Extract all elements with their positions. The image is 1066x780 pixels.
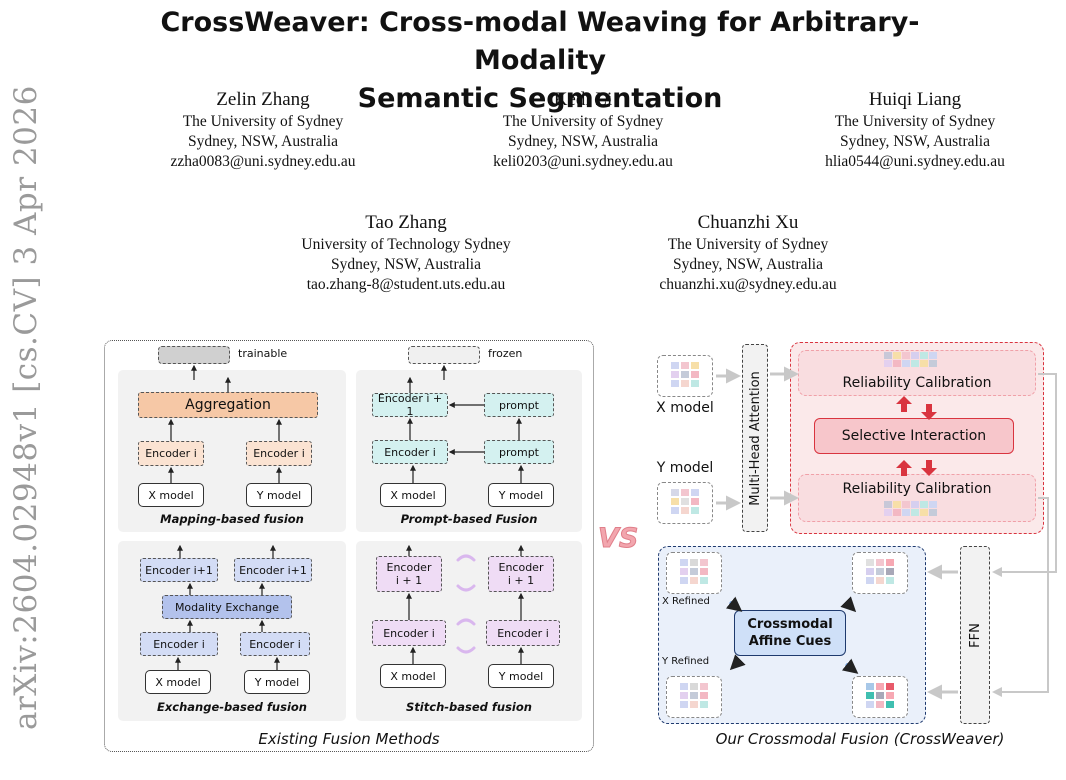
multi-head-attention-block: Multi-Head Attention	[742, 344, 768, 532]
x-model-label: X model	[656, 400, 714, 416]
author-affiliation: The University of Sydney	[834, 113, 996, 130]
stitch-caption: Stitch-based fusion	[406, 700, 532, 714]
y-model-box: Y model	[488, 664, 554, 688]
encoder-next-y-box: Encoder i + 1	[488, 556, 554, 592]
y-refined-grid	[680, 683, 708, 708]
author-name: Tao Zhang	[365, 212, 447, 233]
author-location: Sydney, NSW, Australia	[508, 133, 658, 150]
encoder-next-y-line1: Encoder	[498, 561, 544, 574]
encoder-y-box: Encoder i	[240, 632, 310, 656]
encoder-next-x-box: Encoder i + 1	[376, 556, 442, 592]
mha-label: Multi-Head Attention	[747, 370, 763, 506]
author-email: keli0203@uni.sydney.edu.au	[493, 153, 673, 170]
y-calibrated-grid	[866, 683, 894, 708]
author-affiliation: The University of Sydney	[502, 113, 664, 130]
x-calibrated-grid	[866, 559, 894, 584]
author-affiliation: The University of Sydney	[182, 113, 344, 130]
y-model-box: Y model	[246, 483, 312, 507]
right-figure-caption: Our Crossmodal Fusion (CrossWeaver)	[715, 730, 1005, 748]
exchange-caption: Exchange-based fusion	[157, 700, 307, 714]
x-model-box: X model	[380, 664, 446, 688]
vs-label: VS	[597, 523, 639, 555]
y-model-box: Y model	[244, 670, 310, 694]
legend-frozen-swatch	[408, 346, 480, 364]
author-name: Huiqi Liang	[868, 89, 962, 110]
author-affiliation: The University of Sydney	[667, 236, 829, 253]
prompt-bottom-box: prompt	[484, 440, 554, 464]
encoder-x-box: Encoder i	[138, 441, 204, 466]
y-model-label: Y model	[656, 460, 714, 476]
legend-frozen-label: frozen	[488, 347, 523, 360]
author-affiliation: University of Technology Sydney	[301, 236, 511, 253]
author-name: Zelin Zhang	[216, 89, 310, 110]
cues-line-1: Crossmodal	[747, 617, 833, 632]
y-refined-label: Y Refined	[662, 656, 710, 667]
author-email: hlia0544@uni.sydney.edu.au	[825, 153, 1005, 170]
rel-bottom-grid	[884, 501, 937, 516]
author-block: Kedi Li The University of Sydney Sydney,…	[433, 88, 733, 172]
encoder-next-y-line2: i + 1	[507, 574, 535, 587]
title-line-2: Semantic Segmentation	[357, 83, 723, 114]
left-figure-caption: Existing Fusion Methods	[258, 730, 440, 748]
x-refined-grid	[680, 559, 708, 584]
prompt-top-box: prompt	[484, 393, 554, 417]
title-line-1: CrossWeaver: Cross-modal Weaving for Arb…	[160, 7, 920, 76]
rel-top-label: Reliability Calibration	[842, 375, 992, 391]
encoder-next-x-line1: Encoder	[386, 561, 432, 574]
x-input-features	[657, 355, 713, 397]
mapping-caption: Mapping-based fusion	[160, 512, 304, 526]
rel-top-grid	[884, 352, 937, 367]
author-name: Kedi Li	[553, 89, 613, 110]
prompt-caption: Prompt-based Fusion	[400, 512, 538, 526]
encoder-next-y-box: Encoder i+1	[234, 558, 312, 582]
author-email: zzha0083@uni.sydney.edu.au	[170, 153, 356, 170]
x-input-grid	[671, 362, 699, 387]
encoder-y-box: Encoder i	[486, 620, 560, 646]
author-location: Sydney, NSW, Australia	[673, 256, 823, 273]
crossmodal-affine-cues-box: Crossmodal Affine Cues	[734, 610, 846, 656]
legend-trainable-label: trainable	[238, 347, 288, 360]
encoder-box: Encoder i	[372, 440, 448, 464]
author-email: chuanzhi.xu@sydney.edu.au	[659, 276, 837, 293]
y-input-grid	[671, 489, 699, 514]
x-model-box: X model	[380, 483, 446, 507]
rel-bottom-label: Reliability Calibration	[842, 481, 992, 497]
author-name: Chuanzhi Xu	[697, 212, 799, 233]
encoder-y-box: Encoder i	[246, 441, 312, 466]
author-block: Huiqi Liang The University of Sydney Syd…	[765, 88, 1065, 172]
encoder-next-x-line2: i + 1	[395, 574, 423, 587]
author-location: Sydney, NSW, Australia	[840, 133, 990, 150]
author-block: Tao Zhang University of Technology Sydne…	[256, 211, 556, 295]
y-input-features	[657, 482, 713, 524]
arxiv-stamp: arXiv:2604.02948v1 [cs.CV] 3 Apr 2026	[8, 85, 44, 730]
encoder-next-box: Encoder i + 1	[372, 392, 448, 418]
author-email: tao.zhang-8@student.uts.edu.au	[306, 276, 506, 293]
y-model-box: Y model	[488, 483, 554, 507]
author-location: Sydney, NSW, Australia	[331, 256, 481, 273]
x-model-box: X model	[145, 670, 211, 694]
x-refined-label: X Refined	[662, 596, 710, 607]
author-location: Sydney, NSW, Australia	[188, 133, 338, 150]
ffn-label: FFN	[967, 622, 983, 648]
modality-exchange-box: Modality Exchange	[162, 595, 292, 619]
selective-interaction-box: Selective Interaction	[814, 418, 1014, 454]
ffn-block: FFN	[960, 546, 990, 724]
legend-trainable-swatch	[158, 346, 230, 364]
paper-title: CrossWeaver: Cross-modal Weaving for Arb…	[100, 4, 980, 118]
x-model-box: X model	[138, 483, 204, 507]
cues-line-2: Affine Cues	[748, 634, 832, 649]
author-block: Zelin Zhang The University of Sydney Syd…	[113, 88, 413, 172]
aggregation-box: Aggregation	[138, 392, 318, 418]
encoder-x-box: Encoder i	[140, 632, 218, 656]
existing-methods-panel	[104, 340, 594, 752]
encoder-next-x-box: Encoder i+1	[140, 558, 218, 582]
encoder-x-box: Encoder i	[372, 620, 446, 646]
author-block: Chuanzhi Xu The University of Sydney Syd…	[598, 211, 898, 295]
